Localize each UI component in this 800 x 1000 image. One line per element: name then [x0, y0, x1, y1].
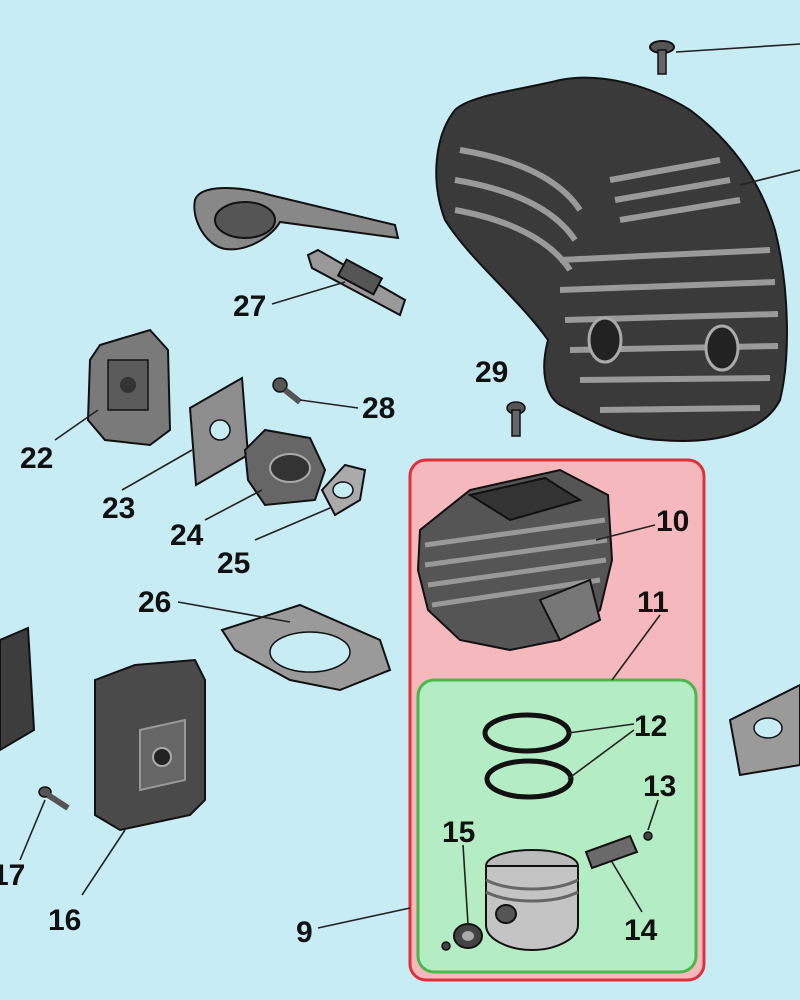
- gasket-26-part: [220, 603, 392, 692]
- label-13: 13: [643, 770, 676, 803]
- engine-shroud-part: [435, 76, 788, 442]
- circlip-part: [643, 831, 653, 841]
- label-10: 10: [656, 505, 689, 538]
- label-22: 22: [20, 442, 53, 475]
- label-24: 24: [170, 519, 204, 552]
- label-25: 25: [217, 547, 250, 580]
- gasket-23-part: [188, 376, 250, 487]
- screw-28-part: [272, 377, 302, 405]
- label-17: 17: [0, 859, 25, 892]
- piston-part: [485, 849, 579, 952]
- label-23: 23: [102, 492, 135, 525]
- screw-17-part: [38, 786, 70, 811]
- label-14: 14: [624, 914, 658, 947]
- label-28: 28: [362, 392, 395, 425]
- carburetor-part: [86, 328, 172, 447]
- label-11: 11: [637, 586, 669, 619]
- label-27: 27: [233, 290, 266, 323]
- gasket-25-part: [320, 463, 367, 517]
- label-9: 9: [296, 916, 313, 949]
- label-15: 15: [442, 816, 475, 849]
- label-26: 26: [138, 586, 171, 619]
- left-cutoff-part: [0, 626, 36, 752]
- top-screw-part: [649, 40, 675, 75]
- spark-plug-part: [306, 248, 407, 317]
- muffler-gasket-part: [728, 683, 800, 777]
- label-16: 16: [48, 904, 81, 937]
- air-filter-part: [94, 658, 206, 832]
- primer-bulb-part: [193, 187, 400, 251]
- label-29: 29: [475, 356, 508, 389]
- piston-pin-part: [584, 834, 639, 870]
- intake-manifold-part: [243, 428, 327, 507]
- label-12: 12: [634, 710, 667, 743]
- screw-29-part: [506, 401, 526, 437]
- cylinder-part: [416, 468, 614, 652]
